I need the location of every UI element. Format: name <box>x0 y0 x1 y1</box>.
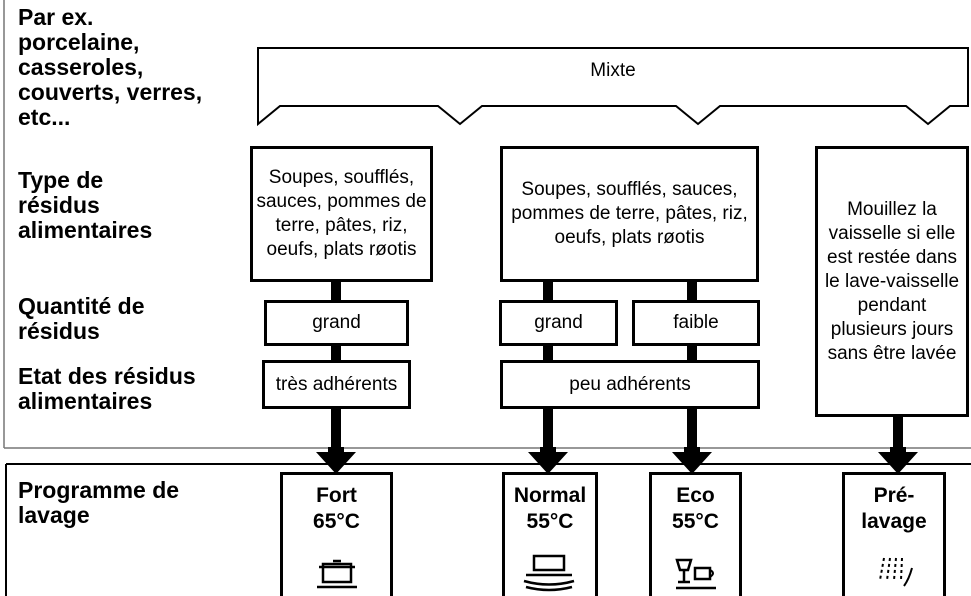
arrow-normal <box>528 447 568 474</box>
label-type-line: résidus <box>18 192 100 218</box>
type-box-line: oeufs, plats røotis <box>554 227 705 248</box>
program-prelavage: Pré- lavage <box>842 472 946 596</box>
quantity-box-grand-2: grand <box>499 300 618 346</box>
state-box-tres-adherents: très adhérents <box>262 360 411 409</box>
label-example-line: porcelaine, <box>18 29 140 55</box>
program-temp: 55°C <box>672 510 719 533</box>
program-temp: 65°C <box>313 510 360 533</box>
program-temp: lavage <box>861 510 927 533</box>
label-state-line: alimentaires <box>18 388 153 414</box>
quantity-box-faible: faible <box>632 300 760 346</box>
state-box-peu-adherents: peu adhérents <box>500 360 760 409</box>
type-box-line: sans être lavée <box>827 342 957 364</box>
program-name: Eco <box>676 484 715 507</box>
program-fort: Fort 65°C <box>280 472 393 596</box>
type-box-line: est restée dans <box>827 246 957 268</box>
type-box-line: terre, pâtes, riz, <box>275 215 408 236</box>
label-example-line: Par ex. <box>18 4 94 30</box>
type-box-2: Soupes, soufflés, sauces, pommes de terr… <box>500 146 759 282</box>
program-name: Normal <box>513 484 587 507</box>
arrow-prelavage <box>878 447 918 474</box>
program-name: Fort <box>316 484 357 507</box>
label-program: Programme de lavage <box>18 478 179 528</box>
arrow-fort <box>316 447 356 474</box>
label-type-line: Type de <box>18 167 104 193</box>
type-box-line: pommes de terre, pâtes, riz, <box>511 203 748 224</box>
type-box-line: sauces, pommes de <box>256 191 427 212</box>
label-quantity: Quantité de résidus <box>18 294 145 344</box>
label-quantity-line: Quantité de <box>18 293 145 319</box>
mixte-banner-outline <box>257 47 969 127</box>
type-box-1: Soupes, soufflés, sauces, pommes de terr… <box>250 146 433 282</box>
type-box-line: pendant <box>857 294 927 316</box>
label-example-line: etc... <box>18 104 71 130</box>
type-box-line: plusieurs jours <box>830 318 954 340</box>
program-temp: 55°C <box>526 510 574 533</box>
label-example-line: casseroles, <box>18 54 144 80</box>
mixte-label: Mixte <box>590 60 636 81</box>
type-box-line: Soupes, soufflés, <box>268 167 415 188</box>
type-box-line: le lave-vaisselle <box>824 270 960 292</box>
type-box-line: vaisselle si elle <box>828 222 956 244</box>
label-type-line: alimentaires <box>18 217 153 243</box>
quantity-box-grand-1: grand <box>264 300 409 346</box>
program-eco: Eco 55°C <box>649 472 742 596</box>
arrow-eco <box>672 447 712 474</box>
type-box-line: Mouillez la <box>847 198 937 220</box>
label-program-line: Programme de <box>18 477 180 503</box>
type-box-line: oeufs, plats røotis <box>266 239 417 260</box>
label-state: Etat des résidus alimentaires <box>18 364 196 414</box>
spray-icon <box>879 557 913 587</box>
program-normal: Normal 55°C <box>502 472 598 596</box>
glass-cup-icon <box>674 558 716 590</box>
program-name: Pré- <box>873 484 915 507</box>
label-quantity-line: résidus <box>18 318 100 344</box>
type-box-3: Mouillez la vaisselle si elle est restée… <box>815 146 969 417</box>
label-example-line: couverts, verres, <box>18 79 203 105</box>
plates-icon <box>523 554 575 592</box>
label-program-line: lavage <box>18 502 90 528</box>
label-example: Par ex. porcelaine, casseroles, couverts… <box>18 5 202 130</box>
type-box-line: Soupes, soufflés, sauces, <box>521 179 738 200</box>
pot-icon <box>316 559 357 589</box>
label-type: Type de résidus alimentaires <box>18 168 152 243</box>
label-state-line: Etat des résidus <box>18 363 196 389</box>
